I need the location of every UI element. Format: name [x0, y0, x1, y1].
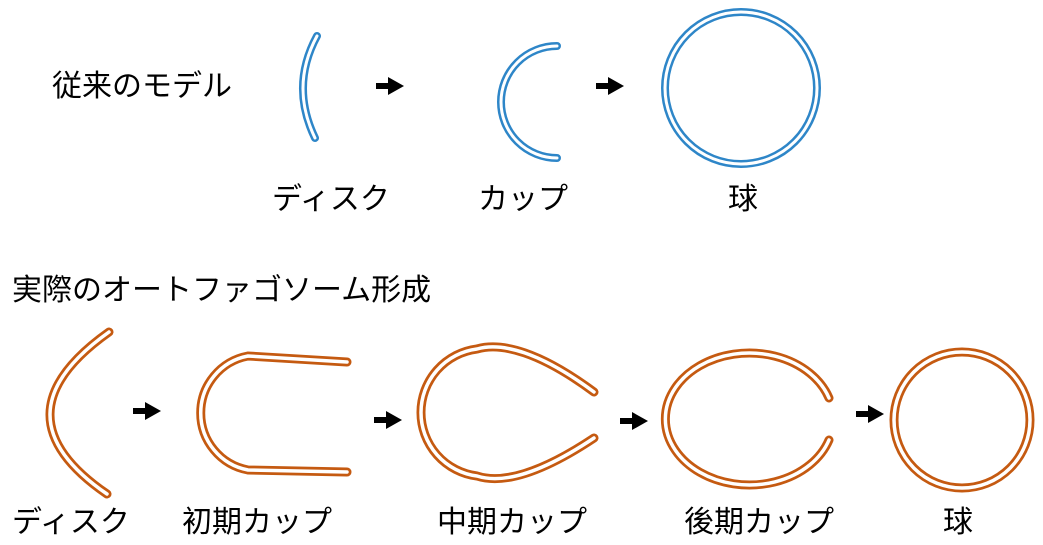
actual-stage-label-disk: ディスク: [12, 505, 130, 540]
conventional-cup-shape: [497, 42, 561, 162]
actual-arrow-2: [374, 411, 402, 429]
conventional-sphere-shape: [661, 8, 821, 168]
conventional-model-title: 従来のモデル: [52, 69, 232, 104]
actual-stage-label-late-cup: 後期カップ: [684, 505, 834, 540]
actual-stage-label-early-cup: 初期カップ: [182, 505, 332, 540]
actual-disk-shape: [45, 327, 114, 499]
conventional-stage-label-sphere: 球: [728, 182, 758, 217]
conventional-disk-shape: [299, 32, 321, 142]
actual-arrow-4: [856, 405, 884, 423]
actual-stage-label-sphere: 球: [943, 505, 973, 540]
actual-arrow-3: [620, 412, 648, 430]
conventional-arrow-2: [596, 77, 624, 95]
actual-sphere-shape: [889, 347, 1035, 493]
actual-arrow-1: [133, 402, 161, 420]
actual-stage-label-mid-cup: 中期カップ: [437, 505, 587, 540]
actual-early-cup-shape: [196, 351, 352, 477]
conventional-stage-label-disk: ディスク: [272, 182, 390, 217]
conventional-arrow-1: [376, 77, 404, 95]
actual-late-cup-shape: [660, 348, 834, 490]
actual-mid-cup-shape: [416, 342, 599, 483]
actual-formation-title: 実際のオートファゴソーム形成: [12, 273, 432, 308]
conventional-stage-label-cup: カップ: [478, 182, 568, 217]
